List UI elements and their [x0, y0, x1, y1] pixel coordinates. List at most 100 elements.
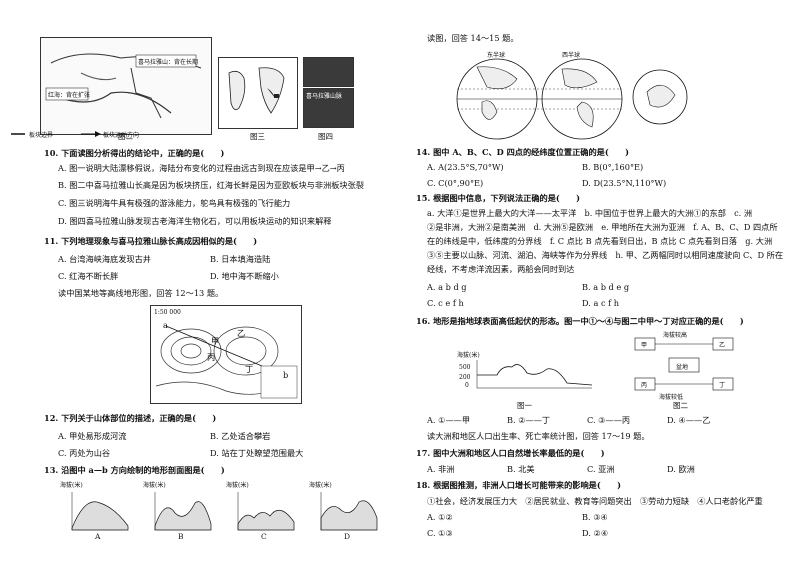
profile-b-unit: 海拔(米) [143, 482, 166, 489]
q18-option-d[interactable]: D. ②④ [582, 528, 609, 538]
fig1-caption: 图一 [517, 401, 532, 410]
legend-motion: 板块运动方向 [103, 132, 140, 139]
hemisphere-globes [456, 58, 688, 140]
profile-b[interactable]: 海拔(米) B [143, 480, 215, 545]
fig2-caption: 图二 [673, 401, 688, 410]
q11-option-a[interactable]: A. 台湾海峡海底发现古井 [58, 254, 151, 264]
q15-stem: 15. 根据图中信息，下列说法正确的是( ) [416, 193, 581, 203]
himalaya-photo: 喜马拉雅山脉 [303, 88, 354, 128]
fig2-center: 盆地 [676, 364, 689, 371]
fig1-profile [476, 360, 593, 389]
q18-stem: 18. 根据图推测，非洲人口增长可能带来的影响是( ) [416, 480, 621, 490]
profile-c-letter: C [261, 532, 267, 541]
q15-line-2: ②是非洲，大洲②是南美洲 d. 大洲⑤是欧洲 e. 甲地所在大洲为亚洲 f. A… [427, 222, 778, 232]
q16-option-b[interactable]: B. ②——丁 [507, 415, 551, 425]
plate-map-drawing [45, 53, 202, 119]
q12-option-b[interactable]: B. 乙处适合攀岩 [210, 431, 271, 441]
red-sea-label: 红海：背在扩张 [48, 92, 91, 99]
q17-option-d[interactable]: D. 欧洲 [667, 464, 695, 474]
q10-option-a[interactable]: A. 图一说明大陆漂移假说，海陆分布变化的过程由远古到现在应该是甲→乙→丙 [58, 163, 345, 173]
q15-option-d[interactable]: D. a c f h [582, 298, 620, 308]
profile-b-chart [154, 492, 212, 531]
profile-a-unit: 海拔(米) [60, 482, 83, 489]
q14-option-c[interactable]: C. C(0°,90°E) [427, 178, 484, 188]
fig2-boxes [634, 337, 734, 391]
q16-stem: 16. 地形是指地球表面高低起伏的形态。图一中①～④与图二中甲～丁对应正确的是(… [416, 316, 744, 326]
profile-d[interactable]: 海拔(米) D [309, 480, 381, 545]
q16-option-c[interactable]: C. ③——丙 [587, 415, 631, 425]
map-point-ding: 丁 [245, 364, 254, 374]
map-scale: 1:50 000 [154, 309, 181, 316]
q11-option-c[interactable]: C. 红海不断长胖 [58, 271, 119, 281]
fig1-tick-0: 0 [465, 382, 469, 389]
contour-map: 1:50 000 a b 甲 乙 丙 丁 [150, 305, 302, 404]
q10-option-d[interactable]: D. 图四喜马拉雅山脉发现古老海洋生物化石，可以用板块运动的知识来解释 [58, 216, 332, 226]
q12-option-d[interactable]: D. 站在丁处瞭望范围最大 [210, 448, 304, 458]
q14-option-a[interactable]: A. A(23.5°S,70°W) [427, 162, 504, 172]
q12-option-a[interactable]: A. 甲处易形成河流 [58, 431, 127, 441]
q12-option-c[interactable]: C. 丙处为山谷 [58, 448, 111, 458]
q15-line-3: 在的纬线是中，低纬度的分界线 f. C 点比 B 点先看到日出，B 点比 C 点… [427, 236, 773, 246]
intro-12-13: 读中国某地等高线地形图，回答 12～13 题。 [58, 288, 224, 298]
fig1-tick-200: 200 [459, 374, 471, 381]
q15-line-5: 经线，不考虑洋流因素，两船会同时到达 [427, 264, 575, 274]
profile-a[interactable]: 海拔(米) A [60, 480, 132, 545]
q15-option-c[interactable]: C. c e f h [427, 298, 464, 308]
map-point-yi: 乙 [237, 328, 246, 338]
q15-line-1: a. 大洋①是世界上最大的大洋——太平洋 b. 中国位于世界上最大的大洲①的东部… [427, 208, 753, 218]
q16-option-d[interactable]: D. ④——乙 [667, 415, 711, 425]
continent-map-figure [218, 57, 298, 129]
profile-a-chart [71, 492, 129, 531]
fig2-caption: 图二 [118, 132, 133, 141]
q14-option-d[interactable]: D. D(23.5°N,110°W) [582, 178, 667, 188]
profile-d-letter: D [344, 532, 351, 541]
fig1-tick-500: 500 [459, 364, 471, 371]
profile-d-unit: 海拔(米) [309, 482, 332, 489]
himalaya-photo-label: 喜马拉雅山脉 [306, 93, 343, 100]
q18-option-c[interactable]: C. ①③ [427, 528, 453, 538]
q18-option-b[interactable]: B. ③④ [582, 512, 608, 522]
q17-option-c[interactable]: C. 亚洲 [587, 464, 615, 474]
terrain-diagram-fig2: 海拔较高 海拔较低 甲 乙 丙 丁 盆地 [629, 330, 739, 401]
fig3-caption: 图三 [250, 132, 265, 141]
terrain-profile-fig1: 海拔(米) 500 200 0 [457, 350, 597, 400]
q10-option-b[interactable]: B. 图二中喜马拉雅山长高是因为板块挤压，红海长鲜是因为亚欧板块与非洲板块张裂 [58, 180, 364, 190]
contour-lines [155, 325, 298, 399]
himalaya-label: 喜马拉雅山：背在长期 [138, 59, 199, 66]
q11-option-b[interactable]: B. 日本填海造陆 [210, 254, 271, 264]
q15-option-a[interactable]: A. a b d g [427, 282, 467, 292]
profile-c-unit: 海拔(米) [226, 482, 249, 489]
profile-c-chart [237, 492, 295, 531]
q15-option-b[interactable]: B. a b d e g [582, 282, 630, 292]
map-point-jia: 甲 [211, 336, 220, 346]
west-hemisphere-label: 西半球 [562, 52, 581, 59]
legend-boundary: 板块边界 [29, 132, 54, 139]
fig2-jia: 甲 [641, 342, 648, 349]
map-point-a: a [163, 320, 168, 330]
profile-c[interactable]: 海拔(米) C [226, 480, 298, 545]
map-point-bing: 丙 [207, 352, 216, 362]
east-hemisphere-label: 东半球 [487, 52, 506, 59]
q18-option-a[interactable]: A. ①② [427, 512, 453, 522]
legend-lines [11, 131, 101, 137]
profile-d-chart [320, 492, 378, 531]
q11-option-d[interactable]: D. 地中海不断缩小 [210, 271, 279, 281]
q12-stem: 12. 下列关于山体部位的描述，正确的是( ) [44, 413, 217, 423]
q11-stem: 11. 下列地理现象与喜马拉雅山脉长高成因相似的是( ) [44, 236, 258, 246]
intro-14-15: 读图，回答 14～15 题。 [427, 33, 519, 43]
q15-line-4: ③⑤主要以山脉、河流、湖泊、海峡等作为分界线 h. 甲、乙两幅同时以相同速度驶向… [427, 250, 784, 260]
fig1-unit: 海拔(米) [457, 352, 480, 359]
profile-b-letter: B [178, 532, 184, 541]
q13-stem: 13. 沿图中 a—b 方向绘制的地形剖面图是( ) [44, 465, 225, 475]
intro-17-19: 读大洲和地区人口出生率、死亡率统计图，回答 17～19 题。 [427, 431, 650, 441]
fig2-yi: 乙 [719, 342, 726, 349]
continent-outlines [228, 67, 285, 114]
q18-statements: ①社会，经济发展压力大 ②居民就业、教育等问题突出 ③劳动力短缺 ④人口老龄化严… [427, 496, 763, 506]
q14-option-b[interactable]: B. B(0°,160°E) [582, 162, 644, 172]
q10-option-c[interactable]: C. 图三说明海牛具有极强的游泳能力，鸵鸟具有极强的飞行能力 [58, 198, 291, 208]
q16-option-a[interactable]: A. ①——甲 [427, 415, 471, 425]
q17-stem: 17. 图中大洲和地区人口自然增长率最低的是( ) [416, 448, 605, 458]
q17-option-b[interactable]: B. 北美 [507, 464, 535, 474]
q17-option-a[interactable]: A. 非洲 [427, 464, 455, 474]
map-point-b: b [283, 370, 289, 380]
